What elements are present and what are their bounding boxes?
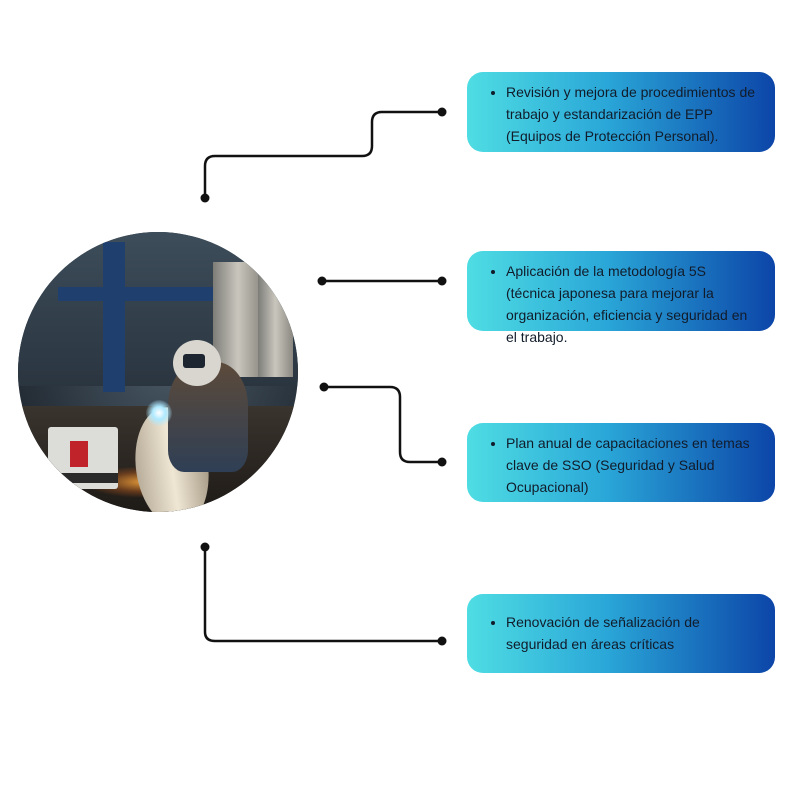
- item-card-1: Revisión y mejora de procedimientos de t…: [467, 72, 775, 152]
- connector-dot: [200, 193, 210, 203]
- welding-machine: [48, 427, 118, 489]
- item-text-4: Renovación de señalización de seguridad …: [506, 611, 757, 655]
- welder-photo: [18, 232, 298, 512]
- item-text-3: Plan anual de capacitaciones en temas cl…: [506, 432, 757, 498]
- weld-spark: [146, 400, 172, 426]
- connector-dot: [437, 457, 447, 467]
- connector-dot: [437, 107, 447, 117]
- item-card-3: Plan anual de capacitaciones en temas cl…: [467, 423, 775, 502]
- item-card-2: Aplicación de la metodología 5S (técnica…: [467, 251, 775, 345]
- item-card-4: Renovación de señalización de seguridad …: [467, 594, 775, 673]
- connector-3: [324, 385, 442, 464]
- connector-dot: [319, 382, 329, 392]
- connector-dot: [437, 276, 447, 286]
- connector-4: [203, 547, 442, 643]
- welding-helmet: [173, 340, 221, 386]
- connector-dot: [437, 636, 447, 646]
- connector-1: [203, 110, 442, 198]
- connector-dot: [317, 276, 327, 286]
- item-text-2: Aplicación de la metodología 5S (técnica…: [506, 260, 757, 348]
- connector-dot: [200, 542, 210, 552]
- machine-logo: [70, 441, 88, 467]
- item-text-1: Revisión y mejora de procedimientos de t…: [506, 81, 757, 147]
